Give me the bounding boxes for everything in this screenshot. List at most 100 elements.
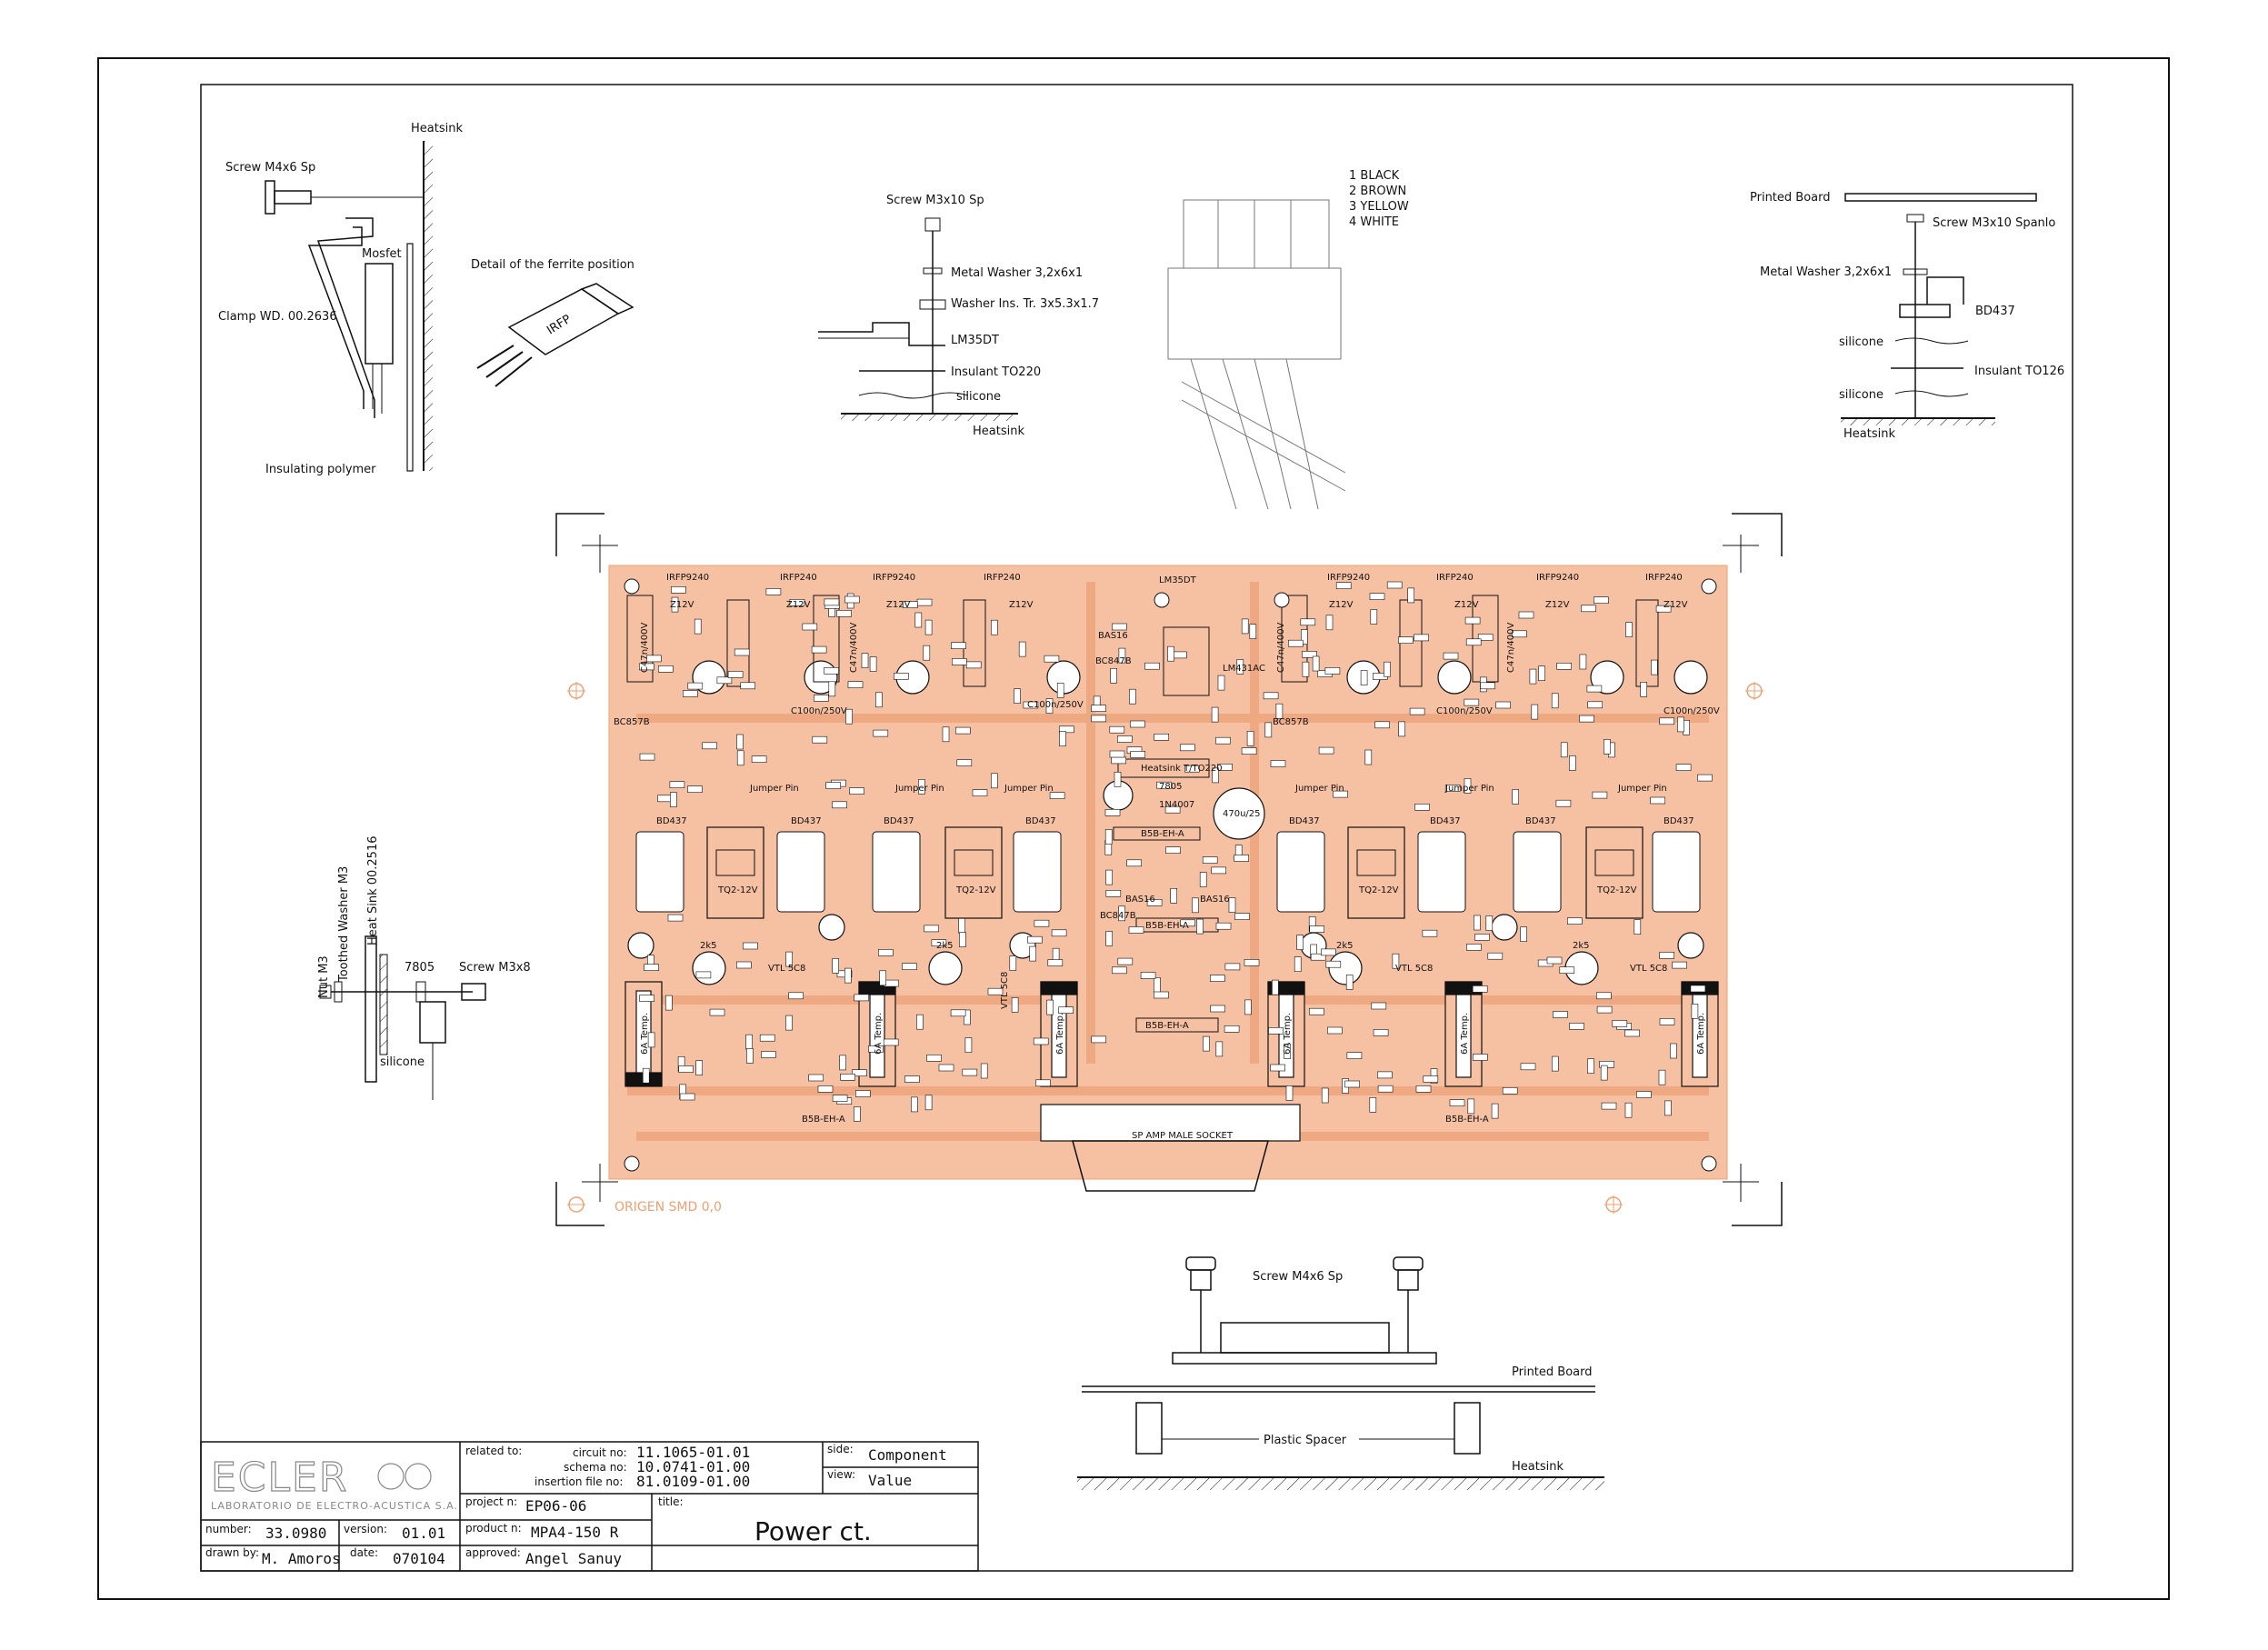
circuit-label: circuit no:	[573, 1446, 627, 1459]
bd437-board-label: Printed Board	[1750, 191, 1831, 205]
pcb-bas16-3: BAS16	[1200, 895, 1230, 905]
date-value: 070104	[393, 1550, 445, 1567]
smd-pad	[844, 595, 860, 604]
smd-pad	[1140, 972, 1156, 979]
smd-pad	[1224, 963, 1241, 971]
smd-pad	[1345, 975, 1354, 990]
spacer-label: Plastic Spacer	[1264, 1434, 1347, 1447]
smd-pad	[671, 585, 686, 594]
mosfet-label: Mosfet	[362, 247, 402, 261]
smd-pad	[1196, 918, 1204, 935]
smd-pad	[923, 645, 931, 661]
smd-pad	[1217, 675, 1225, 691]
bd437-mount-detail: Printed Board Screw M3x10 Spanlo Metal W…	[1750, 191, 2064, 441]
smd-pad	[639, 995, 654, 1002]
smd-pad	[1465, 638, 1482, 646]
smd-pad	[1164, 805, 1181, 814]
smd-pad	[1664, 1100, 1672, 1116]
pcb-pot-2: 2k5	[936, 941, 954, 951]
smd-pad	[1110, 667, 1117, 684]
smd-pad	[727, 671, 744, 678]
pcb-pot-3: 2k5	[1336, 941, 1354, 951]
smd-pad	[1466, 944, 1482, 951]
pcb-c47-1: C47n/400V	[640, 622, 650, 673]
reg-nut-label: Nut M3	[317, 955, 331, 998]
view-value: Value	[868, 1472, 912, 1489]
smd-pad	[1485, 915, 1494, 931]
smd-pad	[1371, 1002, 1387, 1010]
smd-pad	[1244, 999, 1252, 1015]
smd-pad	[1592, 791, 1608, 799]
smd-pad	[1199, 872, 1207, 887]
smd-pad	[1650, 796, 1665, 805]
mosfet-mount-detail: Heatsink Screw M4x6 Sp Mosfet Clamp WD. …	[218, 122, 463, 476]
smd-pad	[1264, 722, 1273, 738]
smd-pad	[951, 642, 966, 650]
smd-pad	[1560, 742, 1568, 758]
smd-pad	[765, 588, 782, 595]
schema-label: schema no:	[564, 1461, 627, 1474]
insertion-label: insertion file no:	[535, 1475, 623, 1488]
smd-pad	[1014, 688, 1021, 705]
smd-pad	[924, 1095, 933, 1111]
smd-pad	[1321, 1087, 1329, 1104]
smd-pad	[1091, 715, 1106, 723]
smd-pad	[802, 623, 818, 631]
pcb-1n4007: 1N4007	[1159, 800, 1194, 810]
pcb-irfp-3: IRFP9240	[873, 573, 915, 583]
pcb-temp-4: 6A Temp.	[1283, 1013, 1293, 1055]
smd-pad	[924, 925, 940, 933]
smd-pad	[1105, 889, 1122, 897]
company-logo: ECLER	[211, 1455, 348, 1501]
smd-pad	[877, 949, 894, 956]
smd-pad	[1130, 720, 1145, 728]
pcb-bc847-1: BC847B	[1095, 656, 1132, 666]
smd-pad	[854, 994, 869, 1002]
smd-pad	[1655, 605, 1672, 613]
smd-pad	[1415, 1085, 1432, 1093]
smd-pad	[1531, 704, 1539, 720]
view-label: view:	[827, 1468, 855, 1481]
smd-pad	[1180, 744, 1195, 752]
smd-pad	[1634, 919, 1642, 935]
smd-pad	[1246, 731, 1254, 746]
ferrite-detail: Detail of the ferrite position IRFP	[471, 258, 634, 387]
pcb-temp-5: 6A Temp.	[1460, 1013, 1470, 1055]
smd-pad	[1551, 693, 1559, 709]
pcb-b5b-4: B5B-EH-A	[1445, 1115, 1489, 1125]
smd-pad	[1569, 755, 1576, 771]
smd-pad	[1567, 917, 1583, 925]
smd-pad	[1114, 771, 1122, 787]
smd-pad	[1310, 953, 1326, 961]
smd-pad	[1104, 808, 1121, 816]
smd-pad	[1360, 670, 1368, 685]
smd-pad	[1144, 662, 1160, 670]
pcb-bas16-1: BAS16	[1098, 631, 1128, 641]
smd-pad	[902, 601, 918, 608]
smd-pad	[1236, 659, 1244, 675]
pcb-irfp-8: IRFP240	[1645, 573, 1683, 583]
pcb-z12-8: Z12V	[1664, 600, 1688, 610]
smd-pad	[1109, 750, 1125, 758]
bd437-silicone1-label: silicone	[1839, 335, 1883, 349]
ferrite-chip-label: IRFP	[545, 313, 574, 338]
smd-pad	[852, 1069, 867, 1076]
lm35-heatsink-label: Heatsink	[973, 425, 1024, 438]
project-label: project n:	[465, 1495, 517, 1508]
smd-pad	[1612, 1020, 1628, 1027]
smd-pad	[734, 648, 750, 656]
smd-pad	[1270, 760, 1286, 767]
product-value: MPA4-150 R	[531, 1524, 619, 1541]
pcb-z12-3: Z12V	[886, 600, 911, 610]
pcb-b5b-1: B5B-EH-A	[1141, 829, 1184, 839]
smd-pad	[916, 598, 933, 606]
smd-pad	[1518, 611, 1534, 619]
smd-pad	[1130, 751, 1145, 758]
pcb-socket-label: SP AMP MALE SOCKET	[1132, 1131, 1234, 1141]
number-label: number:	[205, 1523, 252, 1535]
smd-pad	[1109, 725, 1125, 734]
smd-pad	[918, 779, 925, 795]
smd-pad	[1104, 829, 1113, 845]
smd-pad	[1234, 913, 1250, 921]
smd-pad	[1318, 746, 1334, 755]
